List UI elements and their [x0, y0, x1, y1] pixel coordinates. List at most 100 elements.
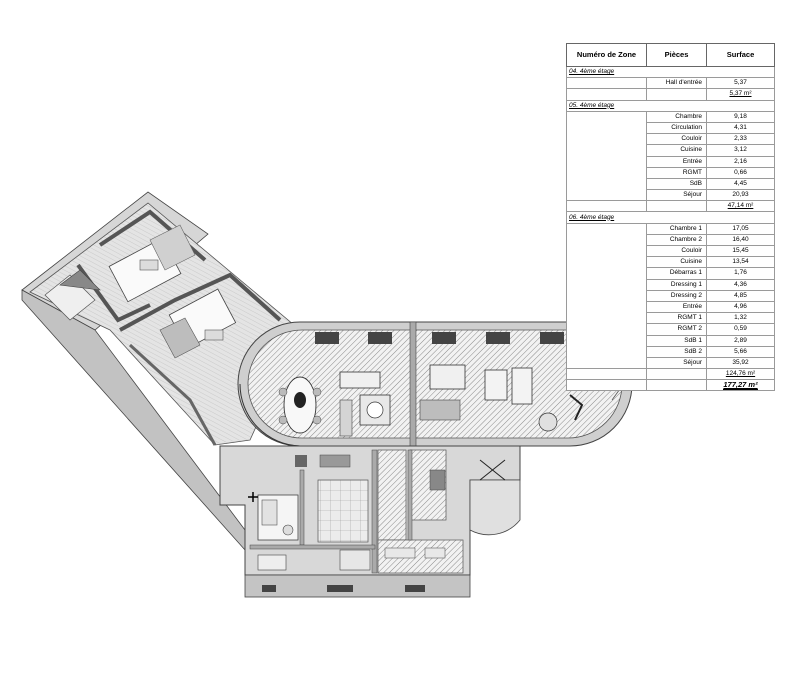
room-name: Dressing 2	[646, 289, 707, 302]
room-area: 4,45	[706, 177, 775, 191]
room-name: Chambre	[646, 110, 707, 123]
room-name: Hall d'entrée	[646, 77, 707, 90]
zone-subtotal: 124,76 m²	[706, 368, 775, 381]
room-name: Couloir	[646, 133, 707, 146]
room-zone-cell	[566, 335, 647, 347]
room-zone-cell	[566, 279, 647, 291]
room-area: 4,31	[706, 121, 775, 135]
zone-row-empty	[706, 99, 775, 112]
room-name: RGMT 1	[646, 312, 707, 325]
room-name: Entrée	[646, 300, 707, 314]
room-area: 2,16	[706, 155, 775, 168]
lower-block	[219, 445, 521, 598]
grand-total-value: 177,27 m²	[723, 380, 758, 390]
room-area: 4,96	[706, 300, 775, 314]
header-zone: Numéro de Zone	[566, 43, 647, 67]
zone-row: 04. 4ème étage	[566, 65, 775, 79]
subtotal-empty	[646, 200, 707, 213]
grand-total-empty	[646, 379, 707, 392]
room-zone-cell	[566, 245, 647, 257]
room-area: 2,89	[706, 334, 775, 347]
room-name: Dressing 1	[646, 278, 707, 291]
zone-row-empty	[646, 99, 707, 112]
room-zone-cell	[566, 133, 647, 145]
room-zone-cell	[566, 77, 647, 89]
zone-row: 06. 4ème étage	[566, 211, 775, 224]
zone-row-empty	[706, 65, 775, 79]
left-wing	[21, 191, 301, 552]
room-name: Cuisine	[646, 144, 707, 157]
room-area: 35,92	[706, 356, 775, 370]
subtotal-empty	[566, 88, 647, 101]
zone-subtotal-value: 5,37 m²	[729, 90, 752, 98]
room-area: 1,32	[706, 312, 775, 325]
subtotal-row: 5,37 m²	[566, 88, 775, 101]
zone-subtotal-value: 124,76 m²	[725, 370, 756, 378]
room-zone-cell	[566, 122, 647, 134]
surface-table: Numéro de Zone Pièces Surface 04. 4ème é…	[566, 43, 775, 392]
room-name: Chambre 1	[646, 222, 707, 235]
zone-row: 05. 4ème étage	[566, 99, 775, 112]
room-zone-cell	[566, 167, 647, 179]
room-zone-cell	[566, 256, 647, 268]
room-area: 4,85	[706, 289, 775, 302]
grand-total-row: 177,27 m²	[566, 379, 775, 392]
subtotal-row: 124,76 m²	[566, 368, 775, 381]
room-area: 3,12	[706, 144, 775, 157]
room-zone-cell	[566, 156, 647, 168]
grand-total-empty	[566, 379, 647, 392]
room-area: 5,66	[706, 345, 775, 358]
room-name: SdB 2	[646, 345, 707, 358]
zone-name: 05. 4ème étage	[566, 99, 647, 112]
subtotal-empty	[566, 368, 647, 381]
room-name: Séjour	[646, 189, 707, 202]
room-zone-cell	[566, 234, 647, 246]
room-name: SdB 1	[646, 334, 707, 347]
room-zone-cell	[566, 346, 647, 358]
room-zone-cell	[566, 111, 647, 123]
living-wing	[237, 321, 633, 447]
room-area: 4,36	[706, 278, 775, 291]
room-zone-cell	[566, 301, 647, 313]
room-area: 5,37	[706, 77, 775, 90]
room-area: 20,93	[706, 189, 775, 202]
room-area: 0,66	[706, 166, 775, 179]
zone-row-empty	[706, 211, 775, 224]
grand-total: 177,27 m²	[706, 379, 775, 392]
room-area: 2,33	[706, 133, 775, 146]
room-zone-cell	[566, 189, 647, 201]
room-zone-cell	[566, 323, 647, 335]
room-zone-cell	[566, 290, 647, 302]
room-name: Chambre 2	[646, 233, 707, 247]
subtotal-empty	[646, 88, 707, 101]
zone-name: 04. 4ème étage	[566, 65, 647, 79]
room-zone-cell	[566, 144, 647, 156]
room-zone-cell	[566, 223, 647, 235]
zone-subtotal-value: 47,14 m²	[727, 202, 754, 210]
room-name: Circulation	[646, 121, 707, 135]
room-zone-cell	[566, 178, 647, 190]
room-name: Couloir	[646, 244, 707, 258]
zone-subtotal: 47,14 m²	[706, 200, 775, 213]
